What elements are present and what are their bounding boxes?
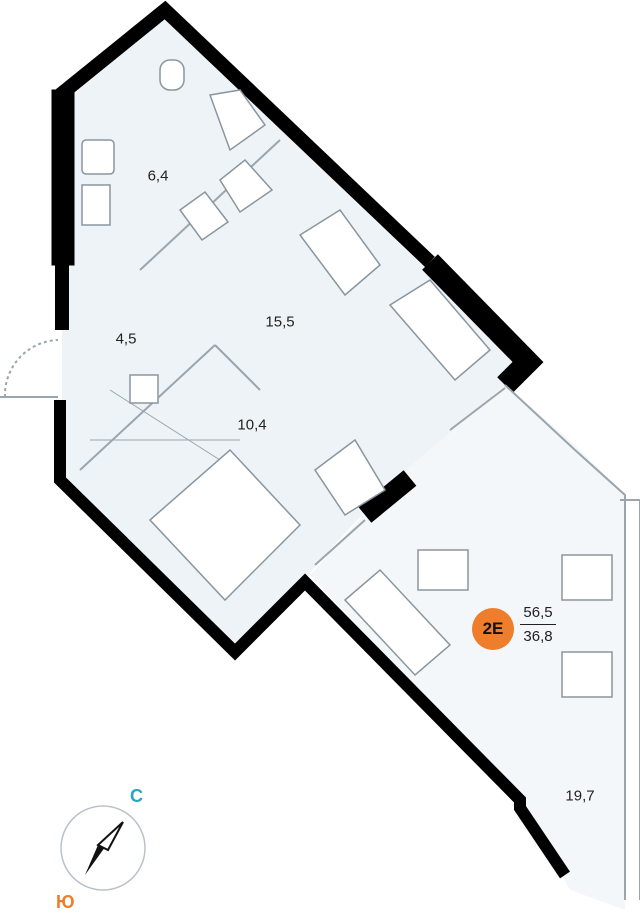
armchair — [561, 651, 613, 698]
compass-ring — [60, 805, 146, 891]
apartment-type-badge: 2E — [472, 608, 514, 650]
floor-drain — [129, 374, 159, 404]
stove — [219, 158, 274, 214]
dining-table — [298, 208, 382, 297]
kitchen-sink — [178, 190, 230, 242]
room-area-bedroom: 10,4 — [237, 416, 267, 434]
balcony-sofa — [343, 568, 452, 677]
compass-north-label: С — [130, 786, 143, 806]
total-area: 56,5 — [523, 604, 553, 621]
armchair — [561, 554, 613, 601]
watermark: ONREALT — [488, 22, 626, 52]
furniture — [81, 59, 613, 698]
fraction-line — [520, 624, 556, 625]
washer — [81, 184, 111, 226]
sofa — [388, 279, 492, 382]
room-area-hallway: 4,5 — [115, 330, 137, 348]
compass-south-label: Ю — [56, 892, 75, 912]
bed — [148, 448, 302, 602]
walls — [51, 0, 570, 879]
room-area-kitchen-living: 15,5 — [265, 313, 295, 331]
living-area: 36,8 — [523, 628, 553, 645]
apartment-areas: 56,5 36,8 — [520, 604, 556, 645]
sink — [81, 139, 115, 175]
desk — [313, 438, 387, 517]
apartment-floor — [62, 12, 525, 650]
bath-sink — [208, 89, 267, 152]
room-area-bathroom: 6,4 — [147, 167, 169, 185]
thin-walls — [0, 139, 640, 900]
toilet — [159, 59, 185, 91]
room-area-balcony: 19,7 — [565, 787, 595, 805]
balcony-floor — [310, 385, 625, 910]
coffee-table — [417, 549, 469, 591]
